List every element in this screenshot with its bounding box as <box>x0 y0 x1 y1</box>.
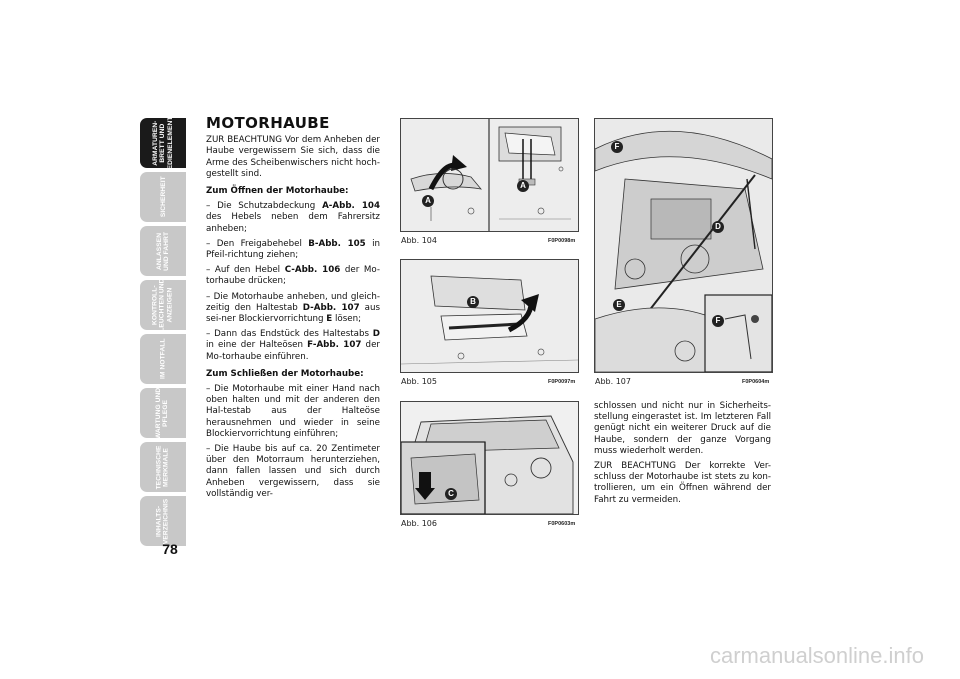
tab-label: TECHNISCHE MERKMALE <box>155 445 170 489</box>
figure-107: F D E F <box>594 118 773 373</box>
tab-sicherheit[interactable]: SICHERHEIT <box>140 172 186 222</box>
code-107: F0P0604m <box>742 379 770 385</box>
tab-label: WARTUNG UND PFLEGE <box>155 387 170 439</box>
tab-anlassen[interactable]: ANLASSEN UND FAHRT <box>140 226 186 276</box>
open-step-4: – Die Motorhaube anheben, und gleich-zei… <box>206 291 380 325</box>
caption-107: Abb. 107 <box>595 377 631 386</box>
tab-kontrollleuchten[interactable]: KONTROLL- LEUCHTEN UND ANZEIGEN <box>140 278 186 332</box>
label-d: D <box>712 221 724 233</box>
code-106: F0P0603m <box>548 521 576 527</box>
left-column: MOTORHAUBE ZUR BEACHTUNG Vor dem Anheben… <box>206 114 381 504</box>
tab-label: KONTROLL- LEUCHTEN UND ANZEIGEN <box>151 278 174 332</box>
tab-label: ARMATUREN- BRETT UND BEDIENELEMENTE <box>151 111 174 175</box>
code-105: F0P0097m <box>548 379 576 385</box>
close-step-1: – Die Motorhaube mit einer Hand nach obe… <box>206 384 380 439</box>
figure-106-drawing <box>401 402 578 514</box>
tab-im-notfall[interactable]: IM NOTFALL <box>140 334 186 384</box>
open-heading: Zum Öffnen der Motorhaube: <box>206 186 349 197</box>
label-b: B <box>467 296 479 308</box>
tab-label: SICHERHEIT <box>159 176 167 218</box>
tab-technische-merkmale[interactable]: TECHNISCHE MERKMALE <box>140 442 186 492</box>
caption-105: Abb. 105 <box>401 377 437 386</box>
right-column: schlossen und nicht nur in Sicherheits-s… <box>594 401 771 510</box>
label-a-right: A <box>517 180 529 192</box>
caption-106: Abb. 106 <box>401 519 437 528</box>
figure-105-drawing <box>401 260 578 372</box>
code-104: F0P0098m <box>548 238 576 244</box>
right-paragraph-1: schlossen und nicht nur in Sicherheits-s… <box>594 401 771 456</box>
open-step-1: – Die Schutzabdeckung A-Abb. 104 des Heb… <box>206 201 380 234</box>
figure-106: C <box>400 401 579 515</box>
open-step-5: – Dann das Endstück des Haltestabs D in … <box>206 329 380 362</box>
figure-107-drawing <box>595 119 772 372</box>
intro-note: ZUR BEACHTUNG Vor dem Anheben der Haube … <box>206 135 380 179</box>
label-a-left: A <box>422 195 434 207</box>
label-f-top: F <box>611 141 623 153</box>
label-e: E <box>613 299 625 311</box>
tab-label: IM NOTFALL <box>159 338 167 380</box>
watermark: carmanualsonline.info <box>709 643 924 668</box>
tab-inhaltsverzeichnis[interactable]: INHALTS- VERZEICHNIS <box>140 496 186 546</box>
close-heading: Zum Schließen der Motorhaube: <box>206 368 364 379</box>
label-f-bottom: F <box>712 315 724 327</box>
section-title: MOTORHAUBE <box>206 114 330 132</box>
close-step-2: – Die Haube bis auf ca. 20 Zentimeter üb… <box>206 444 380 499</box>
label-c: C <box>445 488 457 500</box>
open-step-3: – Auf den Hebel C-Abb. 106 der Mo-torhau… <box>206 265 381 287</box>
page-number: 78 <box>162 541 178 557</box>
open-step-2: – Den Freigabehebel B-Abb. 105 in Pfeil-… <box>206 238 380 261</box>
tab-label: INHALTS- VERZEICHNIS <box>155 498 170 544</box>
right-paragraph-2: ZUR BEACHTUNG Der korrekte Ver-schluss d… <box>594 461 771 505</box>
caption-104: Abb. 104 <box>401 236 437 245</box>
tab-armaturenbrett[interactable]: ARMATUREN- BRETT UND BEDIENELEMENTE <box>140 112 186 174</box>
tab-label: ANLASSEN UND FAHRT <box>155 231 170 271</box>
tab-wartung[interactable]: WARTUNG UND PFLEGE <box>140 387 186 439</box>
figure-104: A A <box>400 118 579 232</box>
figure-105: B <box>400 259 579 373</box>
figure-104-drawing <box>401 119 578 231</box>
